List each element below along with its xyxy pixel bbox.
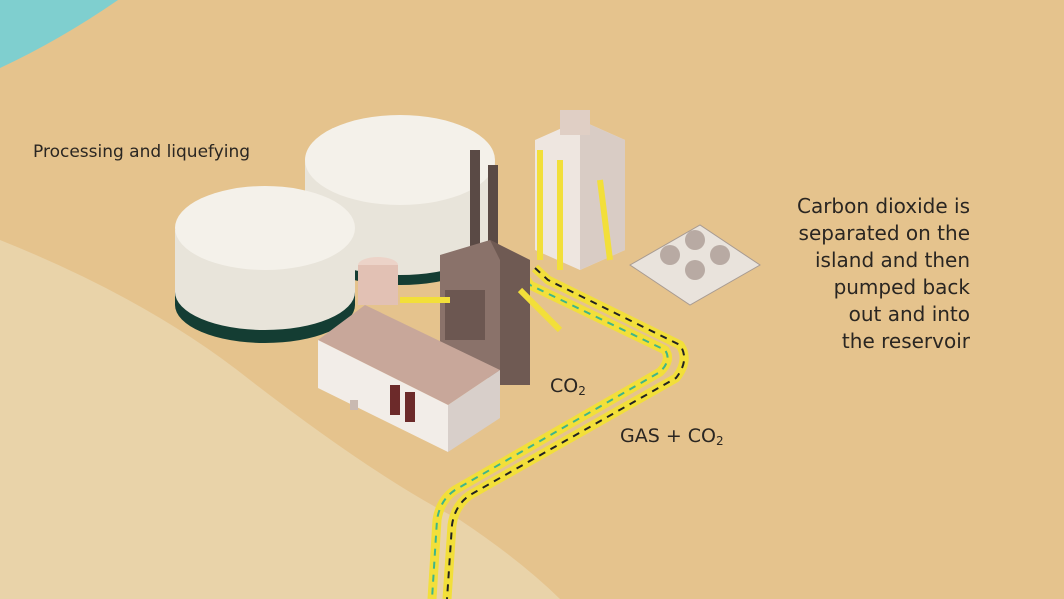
storage-tank-front: [175, 186, 355, 343]
co2-label-text: CO: [550, 375, 579, 397]
process-tower: [535, 110, 625, 270]
description-line: out and into: [848, 302, 970, 326]
description-line: island and then: [815, 248, 970, 272]
gas-label-text: GAS + CO: [620, 425, 717, 447]
control-building: [318, 305, 500, 452]
gas-pipeline: [442, 264, 689, 599]
beach: [0, 240, 560, 599]
sea: [0, 0, 118, 68]
description-line: the reservoir: [841, 329, 970, 353]
cooling-unit: [629, 224, 761, 306]
gas-label-subscript: 2: [716, 434, 724, 448]
description-line: pumped back: [833, 275, 970, 299]
gas-pipe-label: GAS + CO2: [620, 425, 724, 448]
processing-label: Processing and liquefying: [33, 142, 251, 162]
co2-pipeline: [427, 267, 673, 599]
description-line: separated on the: [798, 221, 970, 245]
co2-label-subscript: 2: [578, 384, 586, 398]
co2-pipe-label: CO2: [550, 375, 586, 398]
power-plant: [440, 150, 530, 385]
description-line: Carbon dioxide is: [796, 194, 970, 218]
description-text: Carbon dioxide is separated on the islan…: [740, 193, 970, 355]
